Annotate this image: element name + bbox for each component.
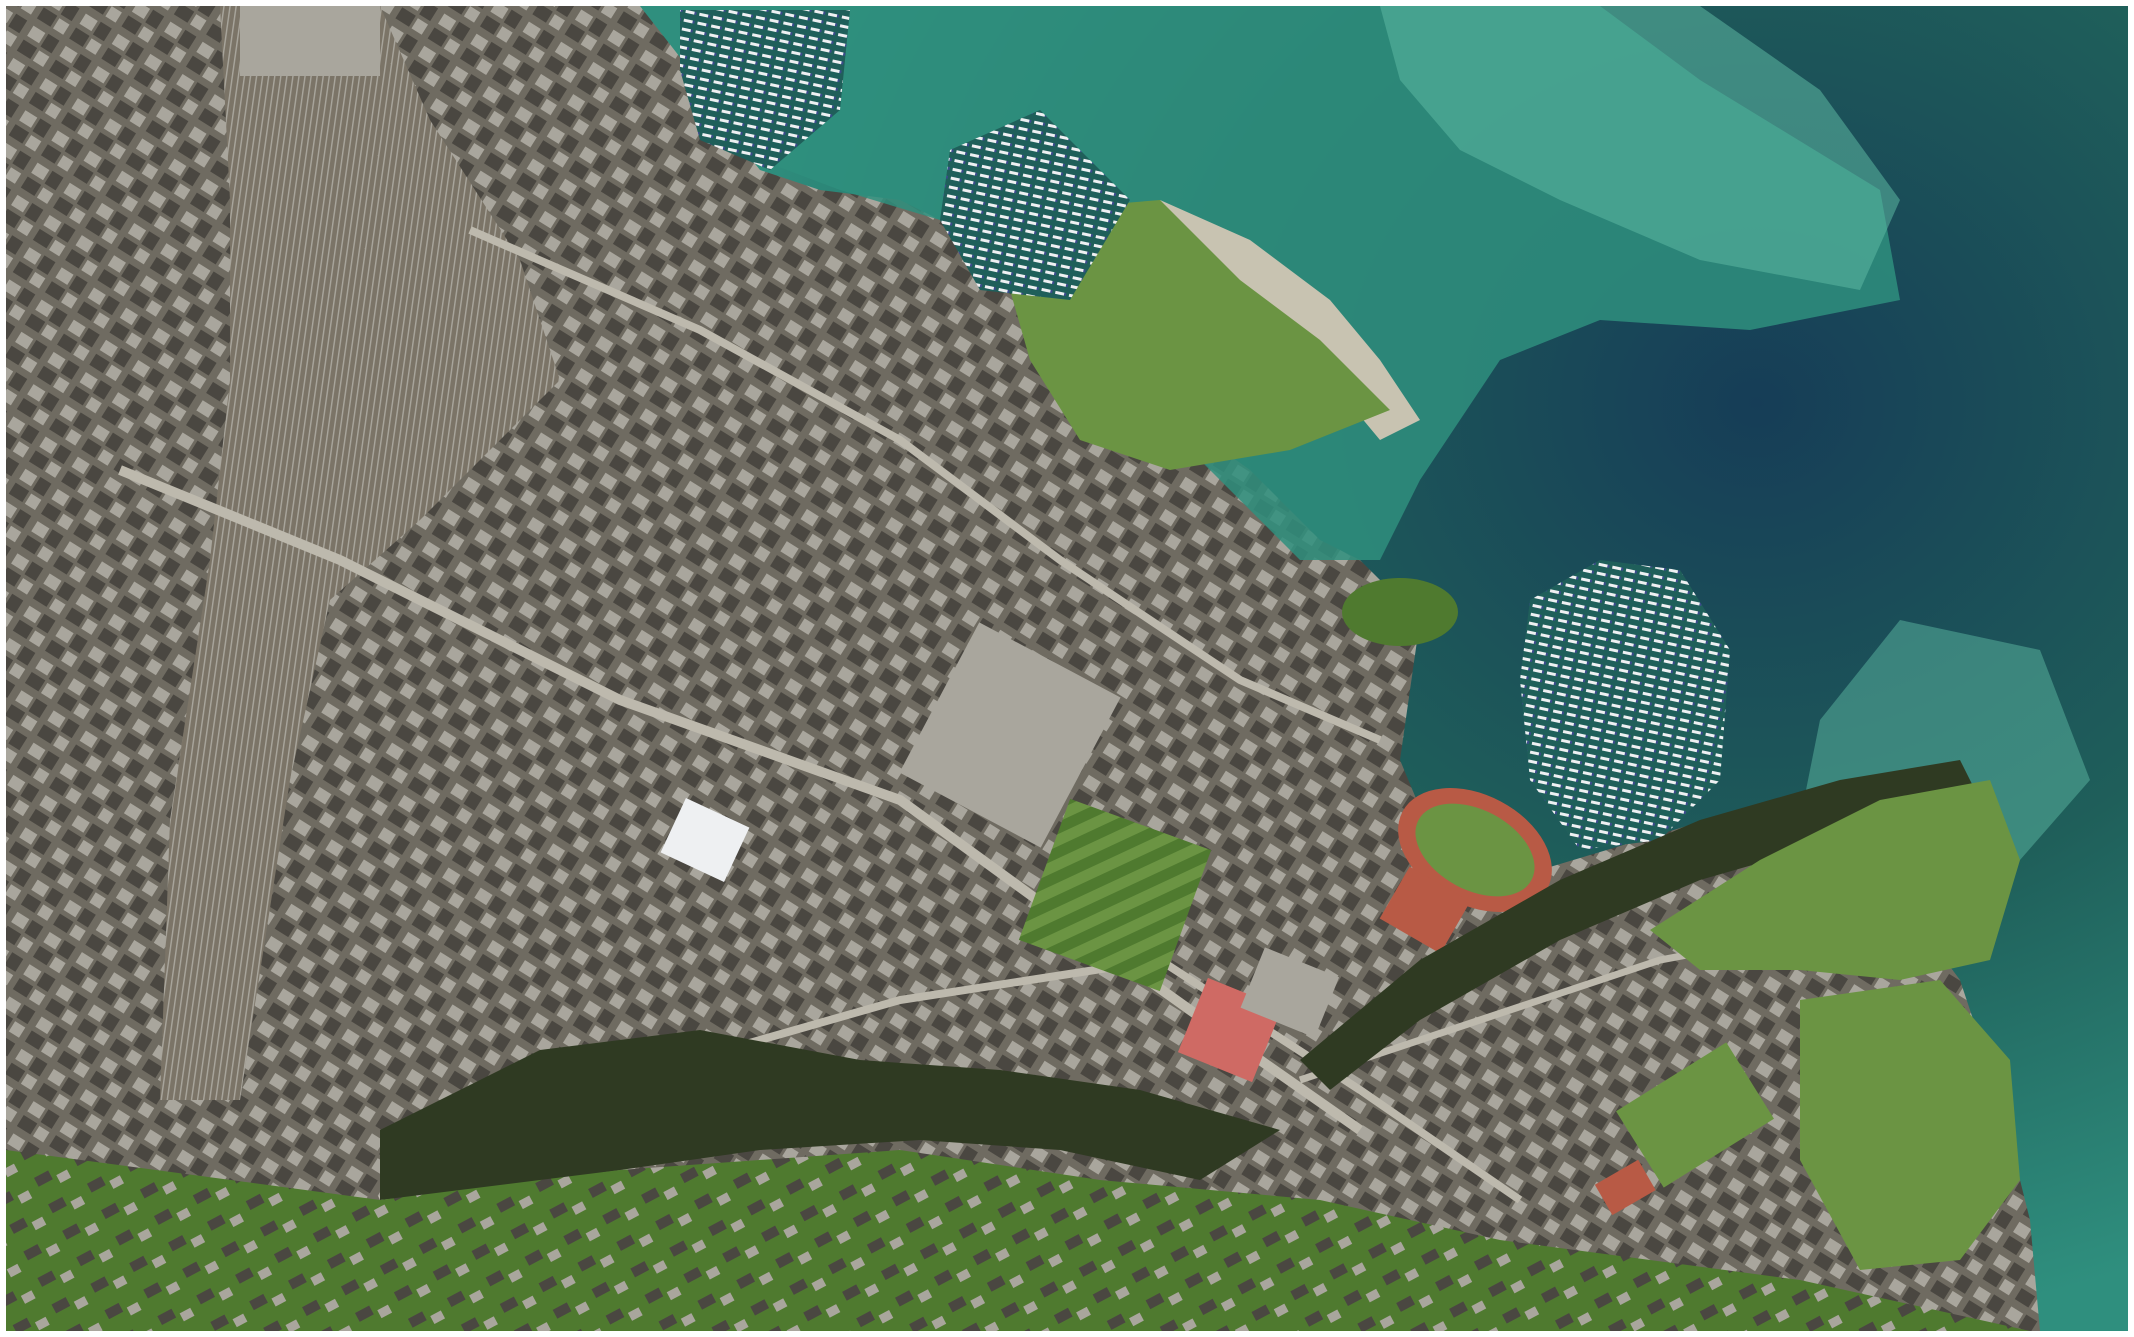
industrial-building <box>899 622 1121 848</box>
road-diagonal <box>468 226 1382 744</box>
meadow-peninsula <box>1650 780 2020 980</box>
station-roof <box>240 6 380 76</box>
marina-north <box>940 110 1130 300</box>
harbour-boats <box>680 10 850 170</box>
meadow-south-east <box>1800 980 2020 1270</box>
athletics-field <box>1415 803 1535 897</box>
island <box>1342 578 1458 646</box>
clay-courts <box>1379 866 1471 954</box>
railway-yard <box>160 6 560 1100</box>
football-pitch-east <box>1616 1042 1774 1188</box>
forest-south <box>380 1030 1280 1200</box>
residential-south <box>6 1150 2030 1331</box>
clay-court-east <box>1594 1159 1656 1216</box>
arena-grey-roof <box>1240 947 1340 1038</box>
marina-east <box>1520 560 1730 850</box>
lake-shallows-light <box>1380 6 1900 290</box>
lake <box>640 6 2128 1331</box>
lakeside-park <box>1010 200 1390 470</box>
industrial-building-2 <box>660 798 750 882</box>
football-pitch <box>1018 798 1212 992</box>
